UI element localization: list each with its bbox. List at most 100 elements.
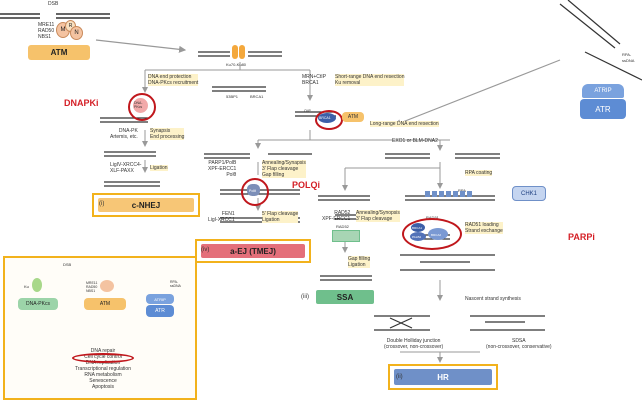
short-range-resection-text: Short-range DNA end resection Ku removal	[335, 74, 405, 86]
dnapkcs-label: DNA- PKcs	[134, 101, 143, 109]
mrn-ctip-text: MRN+CtIP BRCA1	[302, 74, 327, 86]
dsb-label: DSB	[48, 1, 59, 7]
inset-atrip-box: ATRIP	[146, 294, 174, 304]
rad50-label: RAD50	[38, 28, 55, 34]
parpi-label: PARPi	[568, 232, 595, 242]
polqi-label: POLQi	[292, 180, 321, 190]
rpa-coating-text: RPA coating	[465, 170, 493, 176]
rpa-ssdna-label: RPA- ssDNA	[622, 52, 635, 63]
atr-label: ATR	[595, 104, 611, 114]
cnhej-label: c-NHEJ	[131, 200, 161, 210]
ku-icon	[232, 45, 246, 61]
hr-index: (ii)	[396, 374, 403, 380]
mmej-steps-b: 5' Flap cleavage Ligation	[262, 211, 299, 223]
ssa-steps: Annealing/Synopsis 3' Flap cleavage	[356, 210, 400, 222]
mmej-label: a-EJ (TMEJ)	[230, 246, 276, 256]
brca-complex-highlight	[402, 218, 462, 250]
atm-small-box: ATM	[342, 112, 364, 122]
rad52-label: RAD52	[336, 224, 349, 229]
lig4-xrcc4-text: LigIV-XRCC4- XLF-PAXX	[110, 162, 142, 174]
atrip-box: ATRIP	[582, 84, 624, 98]
hr-fill: HR	[394, 369, 492, 385]
atm-box: ATM	[28, 45, 90, 60]
dnapk-artemis-text: DNA-PK Artemis, etc.	[110, 128, 138, 140]
outcome-dna-replication: DNA replication	[85, 360, 121, 366]
rad52-icon	[332, 230, 360, 242]
brca1-hr-label: BRCA1	[412, 226, 423, 230]
mmej-pathway-box: a-EJ (TMEJ)	[195, 239, 311, 263]
rad51-label: RAD51	[426, 215, 439, 220]
hr-label: HR	[437, 372, 449, 382]
long-range-resection-text: Long-range DNA end resection	[370, 121, 439, 127]
53bp1-label: 53BP1	[226, 94, 239, 99]
nbs1-label: NBS1	[38, 34, 52, 40]
palb2-icon	[410, 232, 426, 241]
palb2-label: PALB2	[412, 235, 422, 239]
ku-label: Ku70-Ku80	[226, 62, 247, 67]
mmej-index: (iv)	[201, 247, 210, 253]
cell-cycle-highlight	[72, 353, 134, 363]
chk1-box: CHK1	[512, 186, 546, 201]
gap-filling-text: Gap filling Ligation	[348, 256, 371, 268]
brca1-center-label: BRCA1	[319, 116, 331, 120]
cnhej-fill: c-NHEJ	[98, 198, 194, 212]
outcome-rna-metabolism: RNA metabolism	[84, 372, 122, 378]
inset-dnapkcs-box: DNA-PKcs	[18, 298, 58, 310]
inset-atm-box: ATM	[84, 298, 126, 310]
mmej-enzymes-b: FEN1 LigI-XRCC1	[208, 211, 235, 223]
ssa-enzymes: RAD52 XPF-ERCC1	[322, 210, 351, 222]
ssa-label: SSA	[336, 292, 354, 302]
polq-icon	[247, 184, 260, 196]
atrip-label: ATRIP	[594, 88, 612, 94]
atr-box: ATR	[580, 99, 626, 119]
nhej-ligation-text: Ligation	[150, 165, 168, 171]
inset-rpa-label: RPA- ssDNA	[170, 280, 181, 288]
inset-dnapkcs-label: DNA-PKcs	[26, 301, 50, 307]
outcome-senescence: Senescence	[89, 378, 117, 384]
outcome-transcription: Transcriptional regulation	[75, 366, 131, 372]
brca1-center-icon	[318, 113, 336, 123]
ssa-index: (iii)	[301, 294, 309, 300]
brca2-label: BRCA2	[431, 233, 442, 237]
end-protection-text: DNA end protection DNA-PKcs recruitment	[148, 74, 199, 86]
inset-atm-label: ATM	[99, 301, 111, 307]
dhj-text: Double Holliday junction (crossover, non…	[384, 338, 444, 350]
inset-atr-label: ATR	[155, 308, 165, 314]
inset-mrn-label: MRE11 RAD50 NBS1	[86, 281, 98, 293]
atm-small-label: ATM	[347, 114, 359, 120]
mmej-fill: a-EJ (TMEJ)	[201, 244, 305, 258]
n-subunit: N	[70, 26, 83, 40]
rad51-loading-text: RAD51 loading Strand exchange	[465, 222, 503, 234]
mmej-enzymes-a: PARP1/PolB XPF-ERCC1 Polθ	[208, 160, 237, 178]
inset-ku-label: Ku	[24, 284, 29, 289]
nascent-synthesis-text: Nascent strand synthesis	[465, 296, 521, 302]
rpa-icon-row	[425, 191, 473, 197]
dnapkcs-icon	[133, 98, 148, 113]
cnhej-pathway-box: c-NHEJ	[92, 193, 200, 217]
outcome-dna-repair: DNA repair	[90, 348, 116, 354]
mrn-complex-labels: MRE11 RAD50 NBS1	[38, 22, 54, 40]
sdsa-text: SDSA (non-crossover, conservative)	[486, 338, 552, 350]
synapsis-text: Synapsis End processing	[150, 128, 185, 140]
inset-dsb-label: DSB	[63, 262, 72, 267]
ssa-pathway-box: SSA	[316, 290, 374, 304]
chk1-label: CHK1	[520, 190, 537, 197]
inset-atr-box: ATR	[146, 305, 174, 317]
hr-pathway-box: HR	[388, 364, 498, 390]
rpa-label: RPA	[458, 188, 466, 194]
exo1-text: EXO1 or BLM-DNA2	[392, 138, 438, 144]
cnhej-index: (i)	[99, 201, 105, 207]
atm-label: ATM	[50, 48, 68, 57]
brca2-icon	[428, 228, 448, 240]
mmej-steps-a: Annealing/Synapsis 3' Flap cleavage Gap …	[262, 160, 306, 178]
polq-highlight	[241, 178, 269, 206]
brca1-top-label: BRCA1	[250, 94, 264, 99]
dnapki-label: DNAPKi	[64, 98, 99, 108]
polq-label: Polθ	[249, 189, 257, 193]
mrn-complex-icon: M R N	[56, 20, 83, 40]
inset-atrip-label: ATRIP	[154, 296, 166, 302]
mre11-label: MRE11	[38, 22, 55, 28]
inset-ku-icon	[32, 278, 42, 292]
inset-mrn-icon	[100, 280, 114, 292]
brca1-hr-icon	[411, 223, 425, 232]
